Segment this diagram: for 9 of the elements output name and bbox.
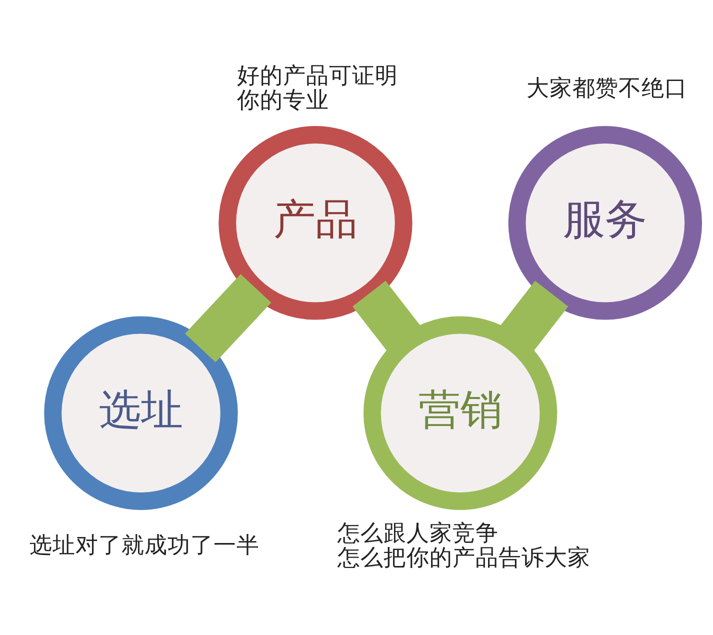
node-label: 怎么跟人家竞争 bbox=[337, 520, 498, 546]
node-circle: 选址 bbox=[44, 316, 238, 510]
node-circle: 营销 bbox=[363, 316, 558, 510]
node-label: 大家都赞不绝口 bbox=[526, 74, 688, 101]
node-label: 怎么把你的产品告诉大家 bbox=[337, 544, 590, 570]
node-label: 选址对了就成功了一半 bbox=[29, 532, 260, 558]
node-circle: 产品 bbox=[218, 126, 412, 320]
node-circle: 服务 bbox=[508, 126, 702, 320]
node-label: 好的产品可证明你的专业 bbox=[236, 62, 398, 114]
